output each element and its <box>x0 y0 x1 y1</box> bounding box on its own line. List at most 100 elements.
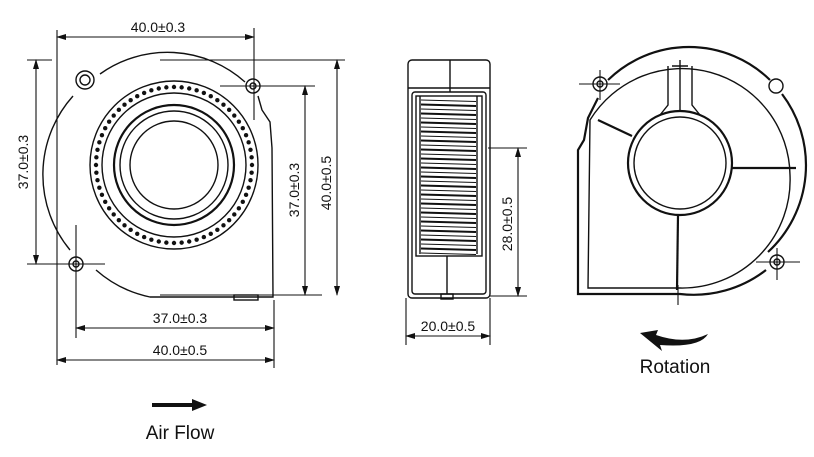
impeller-blade <box>128 97 133 103</box>
dim-bottom-width: 40.0±0.5 <box>153 342 208 358</box>
back-housing-outline <box>576 45 808 296</box>
rotation-label: Rotation <box>640 357 711 378</box>
fin-line <box>420 180 477 183</box>
impeller-blade <box>156 86 161 91</box>
fin-line <box>420 247 477 251</box>
impeller-blade <box>179 240 184 245</box>
fin-line <box>420 157 477 161</box>
front-view: 40.0±0.3 37.0±0.3 37.0±0.3 40.0±0.5 37.0… <box>15 19 345 368</box>
back-mount-ear-top-right <box>768 78 784 94</box>
air-flow-arrow-icon <box>192 399 207 411</box>
fin-line <box>420 225 477 228</box>
impeller-blade <box>164 240 169 245</box>
impeller-blade <box>111 113 116 118</box>
fin-line <box>420 193 477 197</box>
side-housing <box>407 59 491 299</box>
impeller-blade <box>99 192 105 198</box>
dim-right-hole-height: 37.0±0.3 <box>286 163 302 218</box>
impeller-blade <box>116 107 122 113</box>
fin-line <box>420 126 477 129</box>
impeller-blade <box>232 212 237 217</box>
impeller-blade <box>208 94 213 99</box>
impeller-blade <box>156 239 161 244</box>
fin-line <box>420 234 477 237</box>
impeller-blade <box>106 206 112 211</box>
impeller-blade <box>249 155 254 160</box>
impeller-blade <box>215 97 220 103</box>
impeller-blade <box>171 84 177 90</box>
fin-line <box>420 112 477 116</box>
fin-line <box>420 252 477 255</box>
fin-line <box>420 144 477 147</box>
impeller-blade <box>94 155 99 160</box>
impeller-blade <box>226 217 232 223</box>
dim-top-width: 40.0±0.3 <box>131 19 186 35</box>
impeller-blade <box>236 206 242 211</box>
impeller-blade <box>97 140 102 145</box>
fin-line <box>420 153 477 156</box>
side-view: 28.0±0.5 20.0±0.5 <box>405 59 527 345</box>
impeller-blade <box>232 113 237 118</box>
fin-line <box>420 99 477 102</box>
mount-ear-top-left <box>75 70 95 90</box>
back-hub <box>626 109 734 217</box>
impeller-blade <box>249 162 255 168</box>
impeller-blade <box>194 88 199 93</box>
fin-line <box>420 148 477 152</box>
impeller-blade <box>240 126 245 131</box>
impeller-blade <box>94 170 99 175</box>
impeller-blade <box>116 217 122 223</box>
impeller-blade <box>99 132 105 138</box>
hub <box>129 120 219 210</box>
impeller-blade <box>141 90 147 96</box>
impeller <box>89 80 259 250</box>
dim-right-height: 40.0±0.5 <box>318 156 334 211</box>
impeller-blade <box>106 119 112 124</box>
air-flow-label: Air Flow <box>146 423 215 444</box>
impeller-blade <box>103 199 108 204</box>
impeller-blade <box>248 147 253 152</box>
impeller-blade <box>243 132 249 138</box>
impeller-blade <box>201 234 207 240</box>
impeller-blade <box>194 237 199 242</box>
impeller-blade <box>248 178 253 183</box>
impeller-blade <box>97 185 102 190</box>
impeller-blade <box>246 185 251 190</box>
fin-line <box>420 211 477 215</box>
impeller-blade <box>95 178 100 183</box>
impeller-blade <box>249 170 254 175</box>
impeller-blade <box>201 90 207 96</box>
impeller-blade <box>93 162 99 168</box>
fin-line <box>420 220 477 224</box>
fin-line <box>420 207 477 210</box>
impeller-blade <box>103 126 108 131</box>
fin-line <box>420 229 477 233</box>
fin-line <box>420 121 477 125</box>
impeller-blade <box>246 140 251 145</box>
impeller-blade <box>187 239 192 244</box>
fin-line <box>420 198 477 201</box>
rotation-arrow-icon <box>640 330 708 351</box>
impeller-blade <box>164 85 169 90</box>
impeller-blade <box>221 223 226 228</box>
impeller-blade <box>149 88 154 93</box>
impeller-blade <box>128 227 133 233</box>
impeller-blade <box>243 192 249 198</box>
dim-bottom-hole-width: 37.0±0.3 <box>153 310 208 326</box>
impeller-blade <box>226 107 232 113</box>
fin-line <box>420 171 477 174</box>
impeller-blade <box>221 102 226 107</box>
air-flow-indicator: Air Flow <box>146 399 215 444</box>
impeller-blade <box>179 85 184 90</box>
impeller-blade <box>135 231 140 236</box>
fin-line <box>420 117 477 120</box>
impeller-fins <box>420 99 477 255</box>
impeller-blade <box>111 212 116 217</box>
impeller-blade <box>236 119 242 124</box>
dim-thickness: 20.0±0.5 <box>421 318 476 334</box>
fin-line <box>420 189 477 192</box>
impeller-blade <box>215 227 220 233</box>
impeller-blade <box>171 240 177 246</box>
fin-line <box>420 166 477 170</box>
